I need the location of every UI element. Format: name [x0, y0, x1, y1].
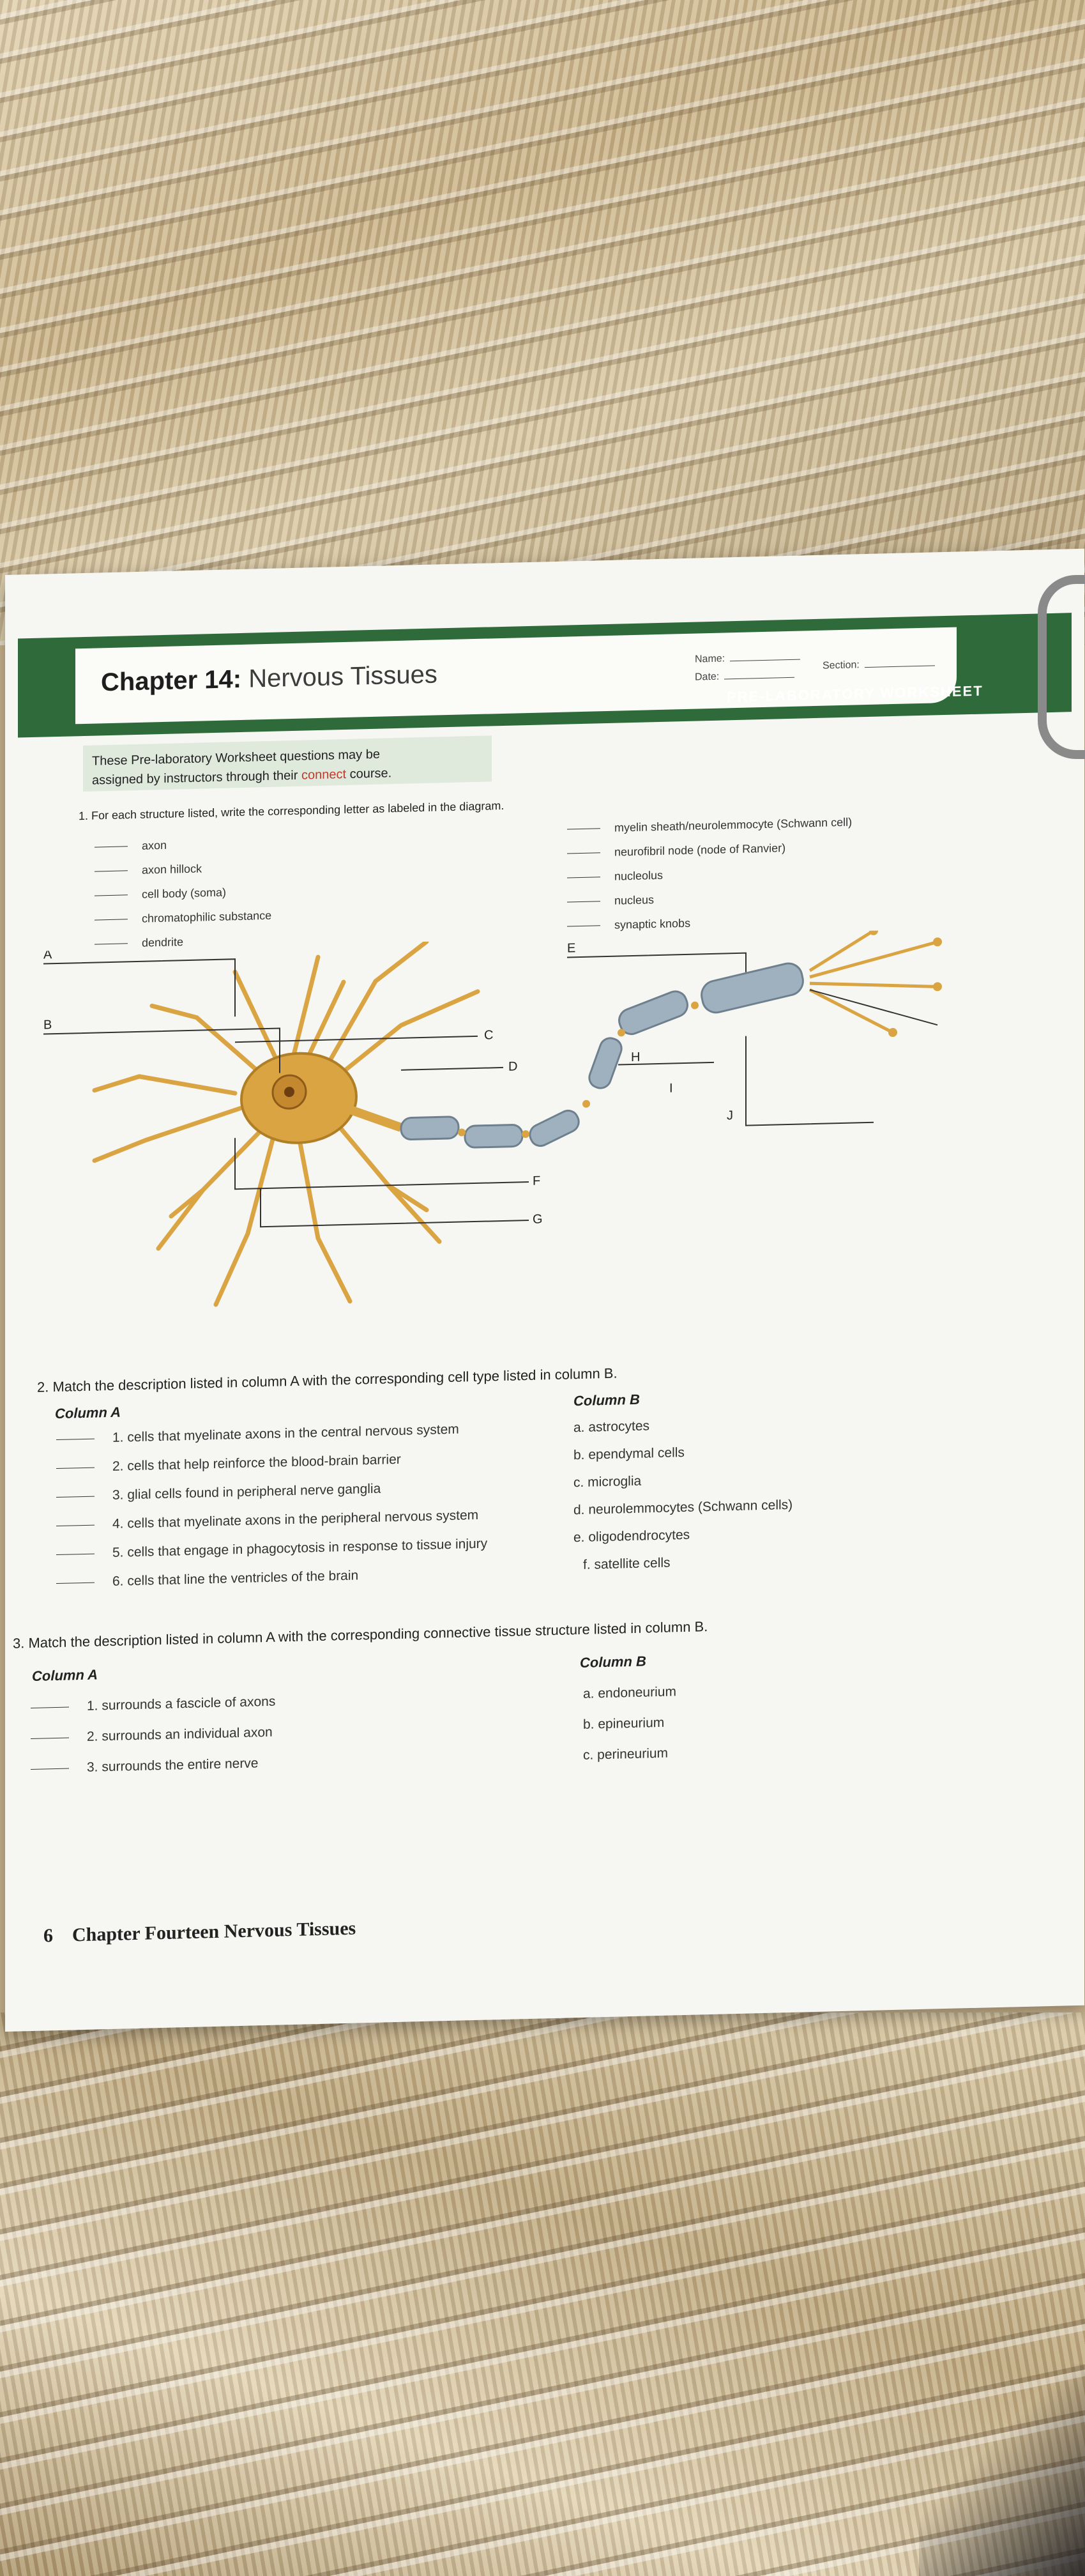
- table-row[interactable]: 1. cells that myelinate axons in the cen…: [56, 1422, 459, 1447]
- diagram-label-a: A: [43, 947, 52, 962]
- myelin-sheath: [400, 962, 804, 1149]
- date-label: Date:: [695, 671, 720, 683]
- binder-ring: [1038, 575, 1085, 759]
- page-footer: 6 Chapter Fourteen Nervous Tissues: [43, 1918, 356, 1947]
- synaptic-knobs: [808, 929, 938, 1034]
- footer-text: Chapter Fourteen Nervous Tissues: [72, 1917, 356, 1946]
- neuron-diagram: A B C D E F G H I J: [43, 926, 942, 1307]
- table-row[interactable]: 6. cells that line the ventricles of the…: [56, 1568, 358, 1591]
- question-2-prompt: 2. Match the description listed in colum…: [37, 1365, 618, 1395]
- date-field[interactable]: Date:: [695, 670, 795, 684]
- table-row[interactable]: 1. surrounds a fascicle of axons: [31, 1694, 275, 1715]
- diagram-label-d: D: [508, 1059, 517, 1073]
- list-item: b. ependymal cells: [573, 1445, 685, 1463]
- table-row[interactable]: 3. glial cells found in peripheral nerve…: [56, 1482, 381, 1505]
- q1-left-list: axon axon hillock cell body (soma) chrom…: [95, 831, 271, 956]
- connect-logo: connect: [301, 767, 347, 783]
- list-item: e. oligodendrocytes: [573, 1527, 690, 1545]
- list-item: c. perineurium: [583, 1745, 669, 1763]
- axon-hillock: [348, 1105, 403, 1132]
- list-item: a. astrocytes: [573, 1418, 650, 1436]
- table-row[interactable]: 5. cells that engage in phagocytosis in …: [56, 1537, 487, 1563]
- chapter-name: Nervous Tissues: [248, 660, 437, 693]
- list-item: a. endoneurium: [583, 1684, 676, 1701]
- q2-column-a-header: Column A: [55, 1404, 121, 1422]
- list-item: f. satellite cells: [583, 1555, 671, 1572]
- q3-column-b-header: Column B: [580, 1653, 646, 1671]
- nucleolus: [284, 1087, 294, 1098]
- blanket-background-top: [0, 0, 1085, 645]
- diagram-label-h: H: [631, 1050, 640, 1064]
- q2-column-b-header: Column B: [573, 1391, 640, 1409]
- assignment-note: These Pre-laboratory Worksheet questions…: [83, 735, 492, 792]
- question-1-prompt: 1. For each structure listed, write the …: [79, 799, 505, 823]
- diagram-label-b: B: [43, 1018, 52, 1032]
- table-row[interactable]: 3. surrounds the entire nerve: [31, 1756, 259, 1777]
- diagram-label-e: E: [567, 941, 575, 955]
- table-row[interactable]: 2. cells that help reinforce the blood-b…: [56, 1452, 401, 1476]
- q3-column-a-header: Column A: [32, 1666, 98, 1684]
- diagram-label-i: I: [669, 1081, 673, 1095]
- list-item: b. epineurium: [583, 1715, 665, 1732]
- table-row[interactable]: 2. surrounds an individual axon: [31, 1725, 273, 1746]
- list-item: c. microglia: [573, 1473, 642, 1491]
- chapter-label: Chapter 14:: [101, 664, 242, 697]
- table-row[interactable]: 4. cells that myelinate axons in the per…: [56, 1508, 478, 1533]
- question-3-prompt: 3. Match the description listed in colum…: [13, 1618, 708, 1652]
- diagram-label-f: F: [533, 1174, 540, 1188]
- diagram-label-c: C: [484, 1028, 493, 1042]
- page-number: 6: [43, 1925, 53, 1947]
- q1-right-list: myelin sheath/neurolemmocyte (Schwann ce…: [567, 810, 852, 939]
- neurofibril-nodes: [458, 1001, 699, 1138]
- worksheet-page: Chapter 14: Nervous Tissues Name: Date: …: [5, 548, 1084, 2032]
- diagram-label-g: G: [533, 1212, 543, 1226]
- section-label: Section:: [823, 659, 860, 671]
- name-label: Name:: [695, 653, 725, 665]
- blanket-background-bottom: [0, 2012, 1085, 2576]
- list-item: d. neurolemmocytes (Schwann cells): [573, 1497, 793, 1518]
- shadow-corner: [919, 2364, 1085, 2576]
- diagram-label-j: J: [727, 1108, 733, 1123]
